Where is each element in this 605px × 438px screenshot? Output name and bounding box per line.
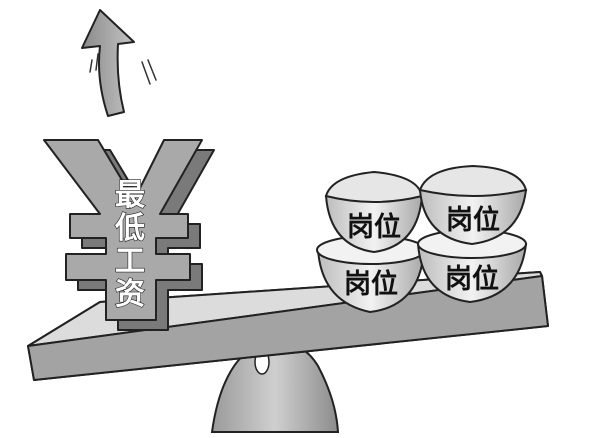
yen-symbol: 最 低 工 资 <box>43 139 215 331</box>
up-arrow-icon <box>81 9 157 117</box>
yen-label-char-2: 低 <box>114 211 145 246</box>
yen-label-char-3: 工 <box>115 244 145 279</box>
bowl-label: 岗位 <box>446 204 500 236</box>
bowl-bottom-right: 岗位 <box>416 229 528 304</box>
bowl-label: 岗位 <box>344 268 398 300</box>
bowl-top-left: 岗位 <box>324 170 424 254</box>
yen-label-char-4: 资 <box>115 277 145 312</box>
bowl-top-right: 岗位 <box>418 164 528 246</box>
yen-label-char-1: 最 <box>115 178 145 213</box>
bowl-label: 岗位 <box>347 211 401 243</box>
bowl-label: 岗位 <box>445 263 499 295</box>
